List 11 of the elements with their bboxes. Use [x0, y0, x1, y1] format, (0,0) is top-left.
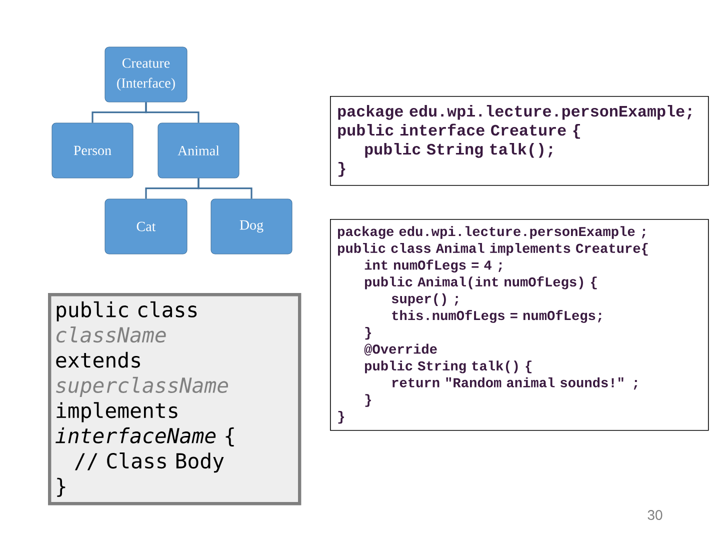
- page-number: 30: [648, 510, 662, 520]
- org-chart-box: Creature (Interface): [104, 46, 188, 102]
- org-chart-box: Person: [52, 122, 134, 178]
- connector-line: [198, 178, 252, 199]
- code-box: package edu.wpi.lecture.personExample ; public class Animal implements Creature{ int numOfLegs = 4 ; public Animal(int numOfLegs) { super() ; this.numOfLegs = numOfLegs; } @Override public String talk() { return "Random animal sounds!" ; } }: [330, 219, 709, 431]
- code-box: public class className extends superclassName implements interfaceName { // Class Body }: [48, 293, 302, 506]
- org-chart-box: Animal: [158, 122, 240, 178]
- connector-line: [145, 102, 200, 123]
- code-box: package edu.wpi.lecture.personExample; public interface Creature { public String talk(); }: [330, 96, 709, 186]
- org-chart-box: Cat: [104, 198, 188, 254]
- org-chart-box: Dog: [210, 198, 292, 254]
